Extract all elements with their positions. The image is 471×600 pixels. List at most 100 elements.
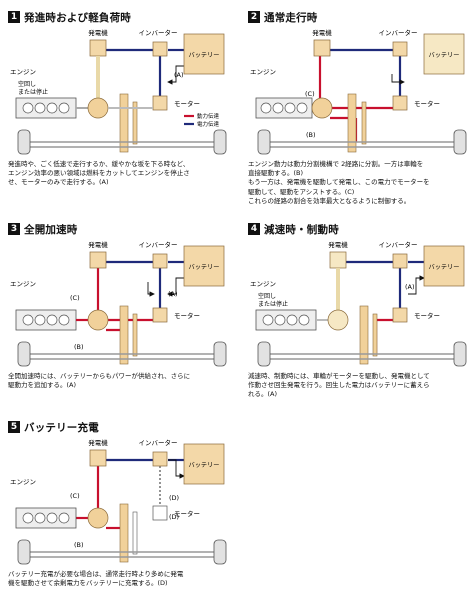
inverter-label: インバーター bbox=[139, 28, 178, 37]
battery-box bbox=[183, 443, 225, 485]
engine-block bbox=[15, 507, 77, 529]
inverter-box bbox=[152, 253, 168, 269]
engine-label: エンジン bbox=[250, 68, 276, 76]
wheel-left bbox=[257, 129, 271, 155]
mark-label: (C) bbox=[305, 90, 315, 98]
power-split-device bbox=[311, 97, 333, 119]
panel-number: 4 bbox=[248, 223, 260, 235]
battery-label: バッテリー bbox=[189, 462, 220, 469]
generator-label: 発電機 bbox=[88, 28, 108, 37]
engine-label: エンジン bbox=[10, 478, 36, 486]
panel-title: バッテリー充電 bbox=[24, 421, 99, 434]
mark-label: (D) bbox=[169, 494, 179, 502]
panel-header: 4 減速時・制動時 bbox=[248, 222, 339, 236]
battery-box bbox=[423, 245, 465, 287]
inverter-label: インバーター bbox=[379, 240, 418, 249]
panel-number: 2 bbox=[248, 11, 260, 23]
motor-box bbox=[392, 307, 408, 323]
generator-label: 発電機 bbox=[88, 240, 108, 249]
motor-label: モーター bbox=[174, 311, 200, 320]
inverter-box bbox=[392, 41, 408, 57]
diagram: 発電機 インバーター バッテリー モーター (D) (D) エンジン (C) (… bbox=[10, 438, 227, 565]
generator-box bbox=[89, 251, 107, 269]
battery-box bbox=[423, 33, 465, 75]
inverter-label: インバーター bbox=[139, 240, 178, 249]
mark-label: (D) bbox=[169, 513, 179, 521]
generator-box bbox=[89, 39, 107, 57]
generator-box bbox=[313, 39, 331, 57]
mark-label: (A) bbox=[174, 71, 184, 79]
legend-electric-label: 電力伝達 bbox=[197, 120, 220, 128]
mark-label: (C) bbox=[70, 294, 80, 302]
inverter-label: インバーター bbox=[139, 438, 178, 447]
idle-label: または停止 bbox=[18, 88, 48, 96]
battery-label: バッテリー bbox=[189, 52, 220, 59]
generator-label: 発電機 bbox=[328, 240, 348, 249]
panel-title: 減速時・制動時 bbox=[264, 223, 339, 236]
wheel-left bbox=[17, 341, 31, 367]
engine-label: エンジン bbox=[10, 68, 36, 76]
battery-label: バッテリー bbox=[189, 264, 220, 271]
battery-box bbox=[183, 33, 225, 75]
inverter-box bbox=[392, 253, 408, 269]
panel-number: 3 bbox=[8, 223, 20, 235]
battery-box bbox=[183, 245, 225, 287]
mark-label: (B) bbox=[74, 541, 84, 549]
panel-description: バッテリー充電が必要な場合は、通常走行時より多めに発電 機を駆動させて余剰電力を… bbox=[8, 570, 184, 588]
motor-box bbox=[152, 505, 168, 521]
power-split-device bbox=[87, 97, 109, 119]
diagram: 発電機 インバーター バッテリー モーター (A) エンジン 空回し または停止 bbox=[250, 240, 467, 367]
mark-label: (C) bbox=[70, 492, 80, 500]
diagram: 発電機 インバーター バッテリー モーター エンジン (C) (A) (B) bbox=[10, 240, 227, 367]
panel-number: 1 bbox=[8, 11, 20, 23]
idle-label: 空回し bbox=[258, 292, 276, 300]
panel-header: 5 バッテリー充電 bbox=[8, 420, 99, 434]
motor-box bbox=[392, 95, 408, 111]
idle-label: または停止 bbox=[258, 300, 288, 308]
wheel-left bbox=[257, 341, 271, 367]
panel-title: 通常走行時 bbox=[264, 11, 318, 24]
mark-label: (B) bbox=[74, 343, 84, 351]
inverter-box bbox=[152, 451, 168, 467]
panel-description: 全開加速時には、バッテリーからもパワーが供給され、さらに 駆動力を追加する。(A… bbox=[8, 372, 191, 390]
wheel-left bbox=[17, 129, 31, 155]
panel-description: 発進時や、ごく低速で走行するか、緩やかな坂を下る時など、 エンジン効率の悪い領域… bbox=[8, 160, 190, 187]
idle-label: 空回し bbox=[18, 80, 36, 88]
wheel-right bbox=[453, 341, 467, 367]
mark-label: (B) bbox=[306, 131, 316, 139]
inverter-label: インバーター bbox=[379, 28, 418, 37]
battery-label: バッテリー bbox=[429, 52, 460, 59]
motor-label: モーター bbox=[414, 311, 440, 320]
panel-header: 3 全開加速時 bbox=[8, 222, 78, 236]
panel-number: 5 bbox=[8, 421, 20, 433]
battery-label: バッテリー bbox=[429, 264, 460, 271]
inverter-box bbox=[152, 41, 168, 57]
generator-label: 発電機 bbox=[312, 28, 332, 37]
wheel-left bbox=[17, 539, 31, 565]
panel-title: 発進時および軽負荷時 bbox=[24, 11, 131, 24]
panel-description: エンジン動力は動力分割機構で 2経路に分割。一方は車輪を 直接駆動する。(B) … bbox=[248, 160, 430, 205]
generator-box bbox=[89, 449, 107, 467]
mark-label: (A) bbox=[405, 283, 415, 291]
engine-label: エンジン bbox=[10, 280, 36, 288]
panel-header: 2 通常走行時 bbox=[248, 10, 318, 24]
power-split-device bbox=[327, 309, 349, 331]
wheel-right bbox=[213, 341, 227, 367]
motor-box bbox=[152, 307, 168, 323]
wheel-right bbox=[453, 129, 467, 155]
motor-label: モーター bbox=[174, 509, 200, 518]
mark-label: (A) bbox=[168, 290, 178, 298]
power-split-device bbox=[87, 507, 109, 529]
engine-label: エンジン bbox=[250, 280, 276, 288]
panel-description: 減速時、制動時には、車輪がモーターを駆動し、発電機として 作動させ回生発電を行う… bbox=[248, 372, 430, 399]
diagram: 発電機 インバーター バッテリー モーター (A) エンジン 空回し または停止 bbox=[10, 28, 227, 155]
motor-label: モーター bbox=[174, 99, 200, 108]
generator-label: 発電機 bbox=[88, 438, 108, 447]
panel-header: 1 発進時および軽負荷時 bbox=[8, 10, 131, 24]
wheel-right bbox=[213, 539, 227, 565]
wheel-right bbox=[213, 129, 227, 155]
panel-title: 全開加速時 bbox=[24, 223, 78, 236]
legend-power-label: 動力伝達 bbox=[197, 112, 220, 120]
generator-box bbox=[329, 251, 347, 269]
power-split-device bbox=[87, 309, 109, 331]
